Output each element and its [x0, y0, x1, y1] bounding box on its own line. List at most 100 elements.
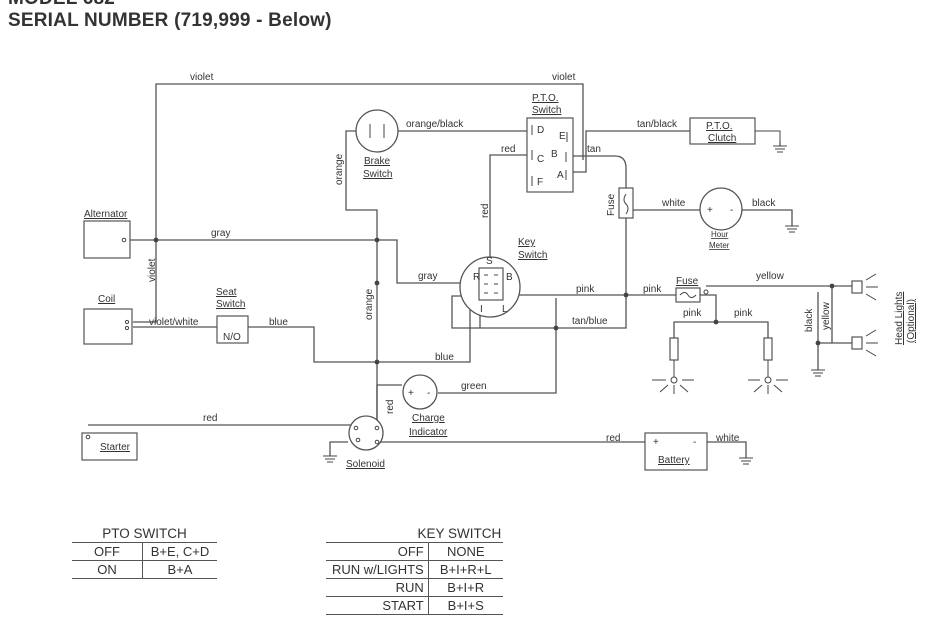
junction-dot — [374, 359, 380, 365]
seat-switch-label-line2: Switch — [216, 299, 245, 310]
pto-clutch-label-line1: P.T.O. — [706, 121, 733, 132]
white-wire-battery — [707, 441, 747, 458]
key-switch-table: KEY SWITCH OFF NONE RUN w/LIGHTS B+I+R+L… — [326, 526, 503, 615]
wire-label-violet: violet — [552, 72, 576, 83]
tan-wire — [570, 155, 627, 188]
key-connections-cell: B+I+R+L — [427, 560, 503, 579]
table-row: RUN B+I+R — [326, 578, 503, 597]
black-wire-hour-meter — [742, 209, 793, 226]
key-state-cell: RUN w/LIGHTS — [326, 560, 429, 579]
wire-label-tan-blue: tan/blue — [572, 316, 608, 327]
pink-wire-left-light — [673, 321, 716, 338]
solenoid-label: Solenoid — [346, 459, 385, 470]
wire-label-red: red — [501, 144, 515, 155]
head-lights-label-line2: (Optional) — [906, 299, 917, 343]
head-lights: Head Lights (Optional) — [811, 273, 917, 377]
lamp-icon — [652, 379, 694, 394]
starter: Starter — [81, 432, 138, 461]
pto-switch-label-line1: P.T.O. — [532, 93, 559, 104]
headlight-icon — [865, 273, 878, 301]
orange-wire — [345, 130, 378, 420]
fuse-label: Fuse — [676, 276, 699, 287]
wire-label-black-vertical: black — [804, 308, 815, 332]
wire-label-green: green — [461, 381, 487, 392]
table-row: RUN w/LIGHTS B+I+R+L — [326, 560, 503, 579]
key-terminal-b: B — [506, 272, 513, 283]
hour-meter-label-line2: Meter — [709, 241, 730, 250]
pink-wire-right-light — [716, 321, 769, 338]
junction-dot — [829, 283, 835, 289]
key-connections-cell: B+I+S — [427, 596, 503, 615]
wire-labels: violet violet orange/black orange orange… — [147, 72, 832, 444]
pto-switch-table: PTO SWITCH OFF B+E, C+D ON B+A — [72, 526, 217, 579]
wire-label-violet-white: violet/white — [149, 317, 199, 328]
junctions — [153, 237, 835, 365]
battery: + - Battery — [644, 432, 753, 471]
pto-connections-cell: B+E, C+D — [142, 542, 217, 561]
pto-state-cell: OFF — [72, 542, 143, 561]
brake-switch-label-line2: Switch — [363, 169, 392, 180]
head-lights-label-line1: Head Lights — [894, 292, 905, 345]
svg-text:-: - — [427, 388, 430, 399]
wire-label-white: white — [715, 433, 740, 444]
wire-label-violet-vertical: violet — [147, 258, 158, 282]
hour-meter-label-line1: Hour — [711, 230, 729, 239]
key-terminal-i: I — [480, 304, 483, 315]
wire-label-blue: blue — [435, 352, 454, 363]
ground-icon — [739, 457, 753, 465]
wire-label-orange-black: orange/black — [406, 119, 464, 130]
wire-label-red: red — [480, 204, 491, 218]
violet-wire-top — [155, 83, 584, 240]
wire-label-gray: gray — [418, 271, 437, 282]
table-row: OFF NONE — [326, 542, 503, 561]
key-connections-cell: NONE — [427, 542, 503, 561]
model-title: MODEL 682 — [8, 0, 115, 10]
junction-dot — [713, 319, 719, 325]
wire-label-blue: blue — [269, 317, 288, 328]
brake-switch: Brake Switch — [355, 109, 399, 180]
pto-state-cell: ON — [72, 560, 143, 579]
key-terminal-r: R — [473, 272, 480, 283]
wire-label-red: red — [203, 413, 217, 424]
key-switch-table-title: KEY SWITCH — [417, 526, 502, 541]
brake-switch-label-line1: Brake — [364, 156, 391, 167]
blue-wire — [248, 309, 471, 363]
alternator-label: Alternator — [84, 209, 128, 220]
coil: Coil — [83, 294, 133, 345]
svg-text:-: - — [730, 205, 733, 216]
coil-label: Coil — [98, 294, 115, 305]
fuse-label-vertical: Fuse — [606, 193, 617, 216]
table-row: START B+I+S — [326, 596, 503, 615]
ground-icon — [773, 145, 787, 153]
charge-indicator-label-line2: Indicator — [409, 427, 448, 438]
key-terminal-l: L — [502, 304, 508, 315]
key-switch-label-line1: Key — [518, 237, 535, 248]
pto-switch-table-title: PTO SWITCH — [102, 526, 187, 541]
pto-connections-cell: B+A — [142, 560, 217, 579]
fuse-pink: Fuse — [675, 276, 709, 303]
wire-label-violet: violet — [190, 72, 214, 83]
ground-icon — [811, 369, 825, 377]
junction-dot — [153, 237, 159, 243]
wire-label-orange: orange — [334, 153, 345, 185]
ground-icon — [323, 455, 337, 463]
seat-switch: N/O Seat Switch — [216, 287, 249, 344]
ground-icon — [785, 225, 799, 233]
svg-text:+: + — [707, 205, 713, 216]
wire-label-pink: pink — [643, 284, 662, 295]
table-row: OFF B+E, C+D — [72, 542, 217, 561]
junction-dot — [553, 325, 559, 331]
key-connections-cell: B+I+R — [427, 578, 503, 597]
wire-label-pink: pink — [734, 308, 753, 319]
tan-blue-wire — [479, 295, 627, 329]
wire-label-orange: orange — [364, 288, 375, 320]
fuse-top: Fuse — [606, 187, 634, 219]
headlight-icon — [865, 329, 878, 357]
key-switch: S R B I L Key Switch — [459, 237, 547, 318]
wire-label-pink: pink — [576, 284, 595, 295]
wire-label-black: black — [752, 198, 776, 209]
hour-meter: + - Hour Meter — [699, 187, 799, 250]
wire-label-tan: tan — [587, 144, 601, 155]
starter-label: Starter — [100, 442, 131, 453]
